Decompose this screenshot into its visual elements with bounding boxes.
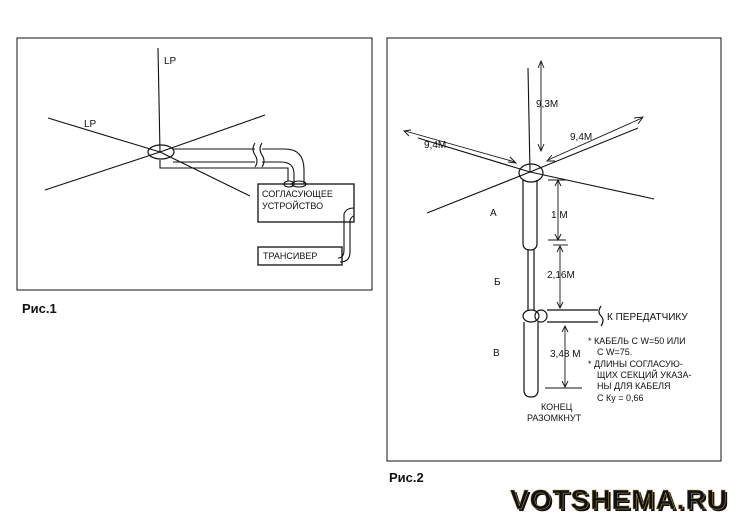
watermark-text: VOTSHEMA.RU <box>510 484 728 515</box>
dim-section-c-arrow <box>545 324 582 389</box>
figure-1-caption: Рис.1 <box>22 301 57 316</box>
figure-1: СОГЛАСУЮЩЕЕ УСТРОЙСТВО ТРАНСИВЕР LP LP Р… <box>16 37 373 316</box>
section-b-label: Б <box>494 277 501 288</box>
fig2-hub <box>518 163 544 183</box>
end-label-line2: РАЗОМКНУТ <box>527 413 582 423</box>
matching-device-box <box>257 183 355 223</box>
watermark-logo: VOTSHEMA.RU VOTSHEMA.RU <box>510 484 730 517</box>
fig2-antenna-wires <box>417 67 655 214</box>
fig1-feeder-cable <box>159 142 307 188</box>
dim-right-arrow <box>546 116 644 162</box>
note-line-2: С W=75. <box>597 347 632 357</box>
dim-left-label: 9,4М <box>424 140 446 151</box>
matching-device-label-line1: СОГЛАСУЮЩЕЕ <box>262 189 333 199</box>
fig1-transceiver-cable <box>337 207 355 263</box>
figure-2: 9,3М 9,4М 9,4М А 1 М <box>386 37 722 485</box>
t-junction <box>522 309 548 323</box>
section-a-cable <box>522 180 538 251</box>
end-label-line1: КОНЕЦ <box>541 402 573 412</box>
note-line-5: НЫ ДЛЯ КАБЕЛЯ <box>597 381 671 391</box>
watermark-shadow: VOTSHEMA.RU <box>512 486 730 517</box>
fig1-hub <box>147 144 175 160</box>
figure-2-caption: Рис.2 <box>389 470 424 485</box>
transceiver-box <box>257 246 343 266</box>
fig2-notes: * КАБЕЛЬ С W=50 ИЛИ С W=75. * ДЛИНЫ СОГЛ… <box>588 336 692 403</box>
transceiver-label: ТРАНСИВЕР <box>263 251 317 261</box>
section-c-label: В <box>493 348 500 359</box>
dim-section-a-label: 1 М <box>551 210 568 221</box>
figure-1-frame <box>16 37 373 291</box>
dim-section-b-arrow <box>553 244 568 310</box>
to-transmitter-label: К ПЕРЕДАТЧИКУ <box>607 312 688 323</box>
dim-section-a-arrow <box>548 178 566 242</box>
dim-vertical-label: 9,3М <box>536 99 558 110</box>
section-c-cable <box>523 322 539 398</box>
dim-section-c-label: 3,48 М <box>550 349 581 360</box>
note-line-1: * КАБЕЛЬ С W=50 ИЛИ <box>588 336 686 346</box>
matching-device-label-line2: УСТРОЙСТВО <box>262 200 323 211</box>
transmitter-feeder <box>547 305 604 327</box>
note-line-6: С Ку = 0,66 <box>597 393 644 403</box>
fig1-label-lp-left: LP <box>84 119 97 130</box>
fig1-antenna-wires <box>44 47 266 197</box>
section-b-cable <box>527 250 535 310</box>
dim-section-b-label: 2,16М <box>547 270 575 281</box>
note-line-4: ЩИХ СЕКЦИЙ УКАЗА- <box>597 369 692 380</box>
dim-vertical-arrow <box>537 59 545 153</box>
dim-right-label: 9,4М <box>570 132 592 143</box>
figure-2-frame <box>386 37 722 462</box>
section-a-label: А <box>490 208 497 219</box>
note-line-3: * ДЛИНЫ СОГЛАСУЮ- <box>588 359 683 369</box>
dim-left-arrow <box>403 129 518 164</box>
fig1-label-lp-top: LP <box>164 56 177 67</box>
